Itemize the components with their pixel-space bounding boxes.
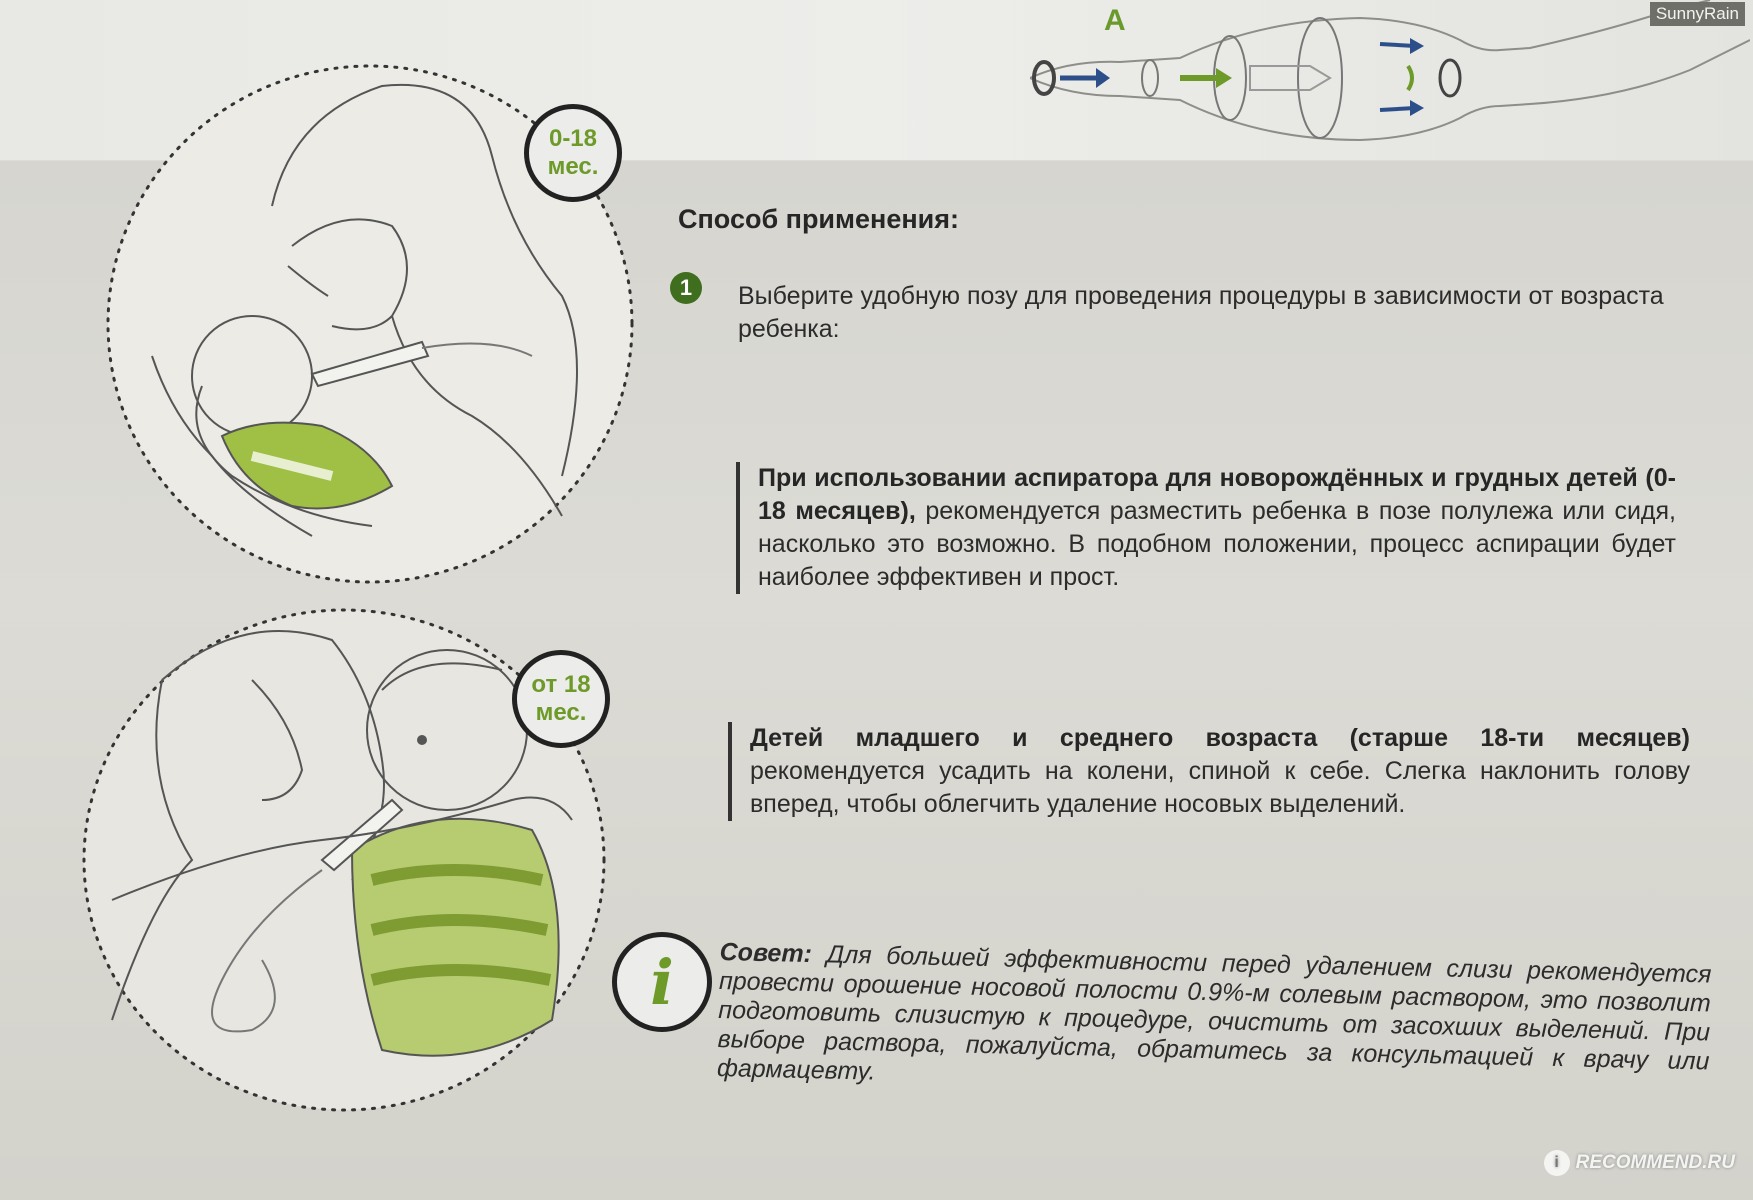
nasal-aspirator-diagram xyxy=(1030,0,1750,142)
advice-paragraph: Совет: Для большей эффективности перед у… xyxy=(717,938,1712,1105)
footer-watermark-text: RECOMMEND.RU xyxy=(1575,1152,1735,1173)
step1-text: Выберите удобную позу для проведения про… xyxy=(738,282,1664,343)
infant-paragraph: При использовании аспиратора для новорож… xyxy=(736,462,1676,594)
badge-line2: мес. xyxy=(535,699,587,726)
mother-with-toddler-illustration xyxy=(82,608,606,1112)
infant-paragraph-bold: При использовании аспиратора для новорож… xyxy=(758,464,1676,525)
badge-line1: 0-18 xyxy=(548,125,598,152)
age-badge-infant: 0-18 мес. xyxy=(524,104,622,202)
recommend-logo-icon: i xyxy=(1543,1150,1570,1176)
older-paragraph-bold: Детей младшего и среднего возраста (стар… xyxy=(750,724,1690,752)
diagram-label: A xyxy=(1104,4,1126,37)
step-number-badge: 1 xyxy=(670,272,702,304)
advice-label: Совет: xyxy=(719,938,813,969)
infant-paragraph-text: рекомендуется разместить ребенка в позе … xyxy=(758,497,1677,591)
section-heading: Способ применения: xyxy=(678,204,959,234)
mother-with-infant-illustration xyxy=(106,64,634,584)
advice-text: Для большей эффективности перед удаление… xyxy=(716,940,1712,1086)
info-icon: i xyxy=(612,932,712,1032)
age-badge-older: от 18 мес. xyxy=(512,650,610,748)
badge-line2: мес. xyxy=(547,153,599,180)
badge-line1: от 18 xyxy=(531,671,591,698)
older-paragraph: Детей младшего и среднего возраста (стар… xyxy=(728,722,1690,821)
photo-watermark: SunnyRain xyxy=(1649,2,1745,26)
older-paragraph-text: рекомендуется усадить на колени, спиной … xyxy=(750,757,1690,818)
